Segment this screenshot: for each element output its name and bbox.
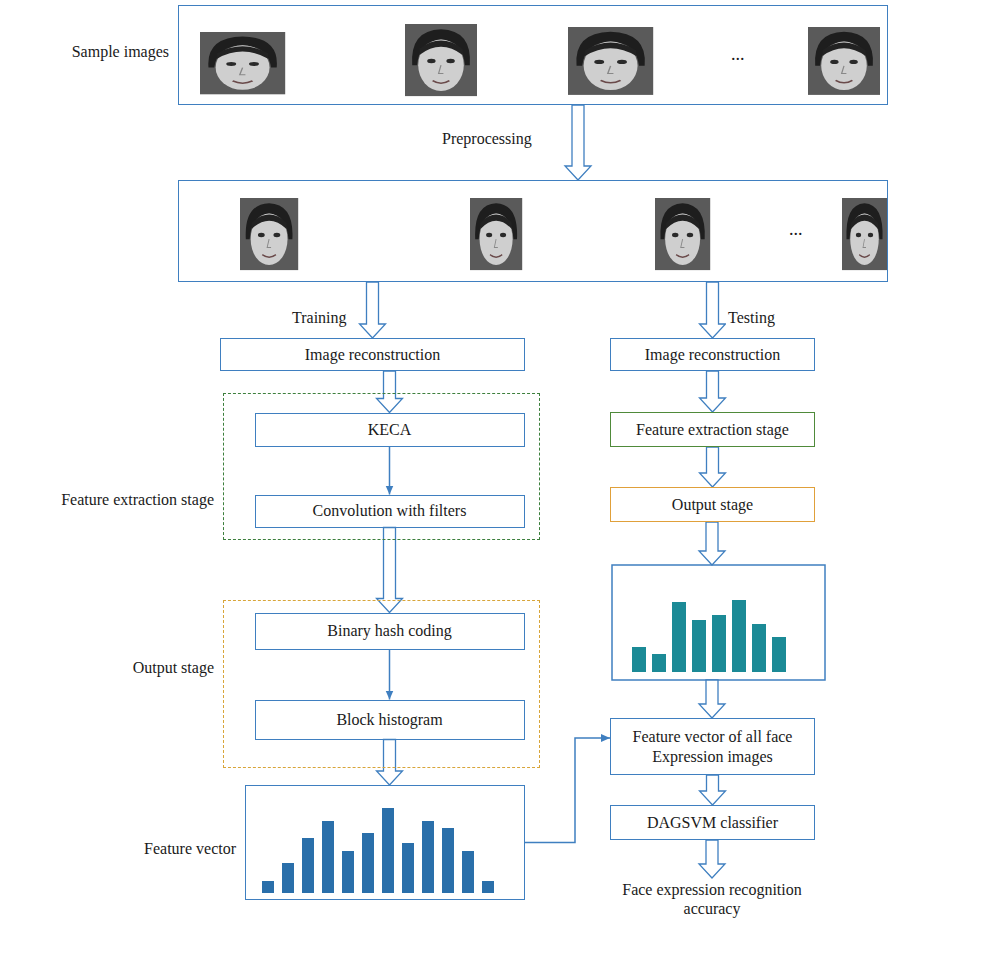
face-photo xyxy=(808,27,880,95)
hollow-arrow xyxy=(565,105,591,180)
box-label: Feature vector of all face Expression im… xyxy=(611,725,814,767)
stage-group: Output stageBinary hash codingBlock hist… xyxy=(223,600,540,768)
ellipsis: ... xyxy=(789,219,803,241)
arrow-line xyxy=(389,650,391,700)
edge-label: Preprocessing xyxy=(440,130,534,148)
box-label: KECA xyxy=(360,418,420,441)
process-box: Feature vector of all face Expression im… xyxy=(610,718,815,775)
process-box: Convolution with filters xyxy=(255,495,525,528)
side-heading: Feature extraction stage xyxy=(61,490,214,509)
face-photo xyxy=(405,24,477,96)
hollow-arrow xyxy=(700,282,726,338)
hollow-arrow xyxy=(700,775,726,805)
histogram-panel xyxy=(612,565,825,680)
hollow-arrow xyxy=(377,371,403,413)
stage-group: Feature extraction stageKECAConvolution … xyxy=(223,393,540,540)
box-label: DAGSVM classifier xyxy=(639,811,786,834)
feature-bars xyxy=(262,808,494,893)
hollow-arrow xyxy=(377,740,403,786)
box-label: Block histogram xyxy=(328,708,450,731)
image-panel: Sample images... xyxy=(178,5,888,105)
hollow-arrow xyxy=(699,840,725,878)
result-label: Face expression recognition accuracy xyxy=(602,880,822,918)
side-heading: Output stage xyxy=(133,658,214,677)
process-box: Binary hash coding xyxy=(255,613,525,650)
edge-label: Testing xyxy=(726,309,777,327)
edge-label: Training xyxy=(290,309,349,327)
stage-box: Output stage xyxy=(610,487,815,522)
box-label: Binary hash coding xyxy=(319,619,459,642)
process-box: Image reconstruction xyxy=(610,338,815,371)
classifier-box: DAGSVM classifier xyxy=(610,805,815,840)
histogram-bars xyxy=(632,600,786,672)
arrow-line xyxy=(389,447,391,495)
process-box: Block histogram xyxy=(255,700,525,740)
face-photo xyxy=(655,198,710,270)
stage-box: Feature extraction stage xyxy=(610,412,815,447)
face-photo xyxy=(470,198,522,270)
hollow-arrow xyxy=(360,282,386,338)
face-photo xyxy=(842,198,887,270)
ellipsis: ... xyxy=(731,44,745,66)
hollow-arrow xyxy=(699,680,725,718)
box-label: Convolution with filters xyxy=(305,499,475,522)
process-box: KECA xyxy=(255,413,525,447)
box-label: Feature extraction stage xyxy=(628,418,797,441)
feature-chart: Feature vector xyxy=(245,785,525,900)
face-photo xyxy=(240,198,298,270)
process-box: Image reconstruction xyxy=(220,338,525,371)
side-heading: Sample images xyxy=(72,42,169,61)
hollow-arrow xyxy=(699,522,725,565)
side-heading: Feature vector xyxy=(144,839,236,858)
face-photo xyxy=(568,27,653,95)
image-panel: ... xyxy=(178,180,888,282)
box-label: Output stage xyxy=(664,493,761,516)
box-label: Image reconstruction xyxy=(297,343,449,366)
arrow-line xyxy=(525,738,610,843)
hollow-arrow xyxy=(700,447,726,487)
face-photo xyxy=(200,32,285,94)
hollow-arrow xyxy=(700,371,726,412)
box-label: Image reconstruction xyxy=(637,343,789,366)
